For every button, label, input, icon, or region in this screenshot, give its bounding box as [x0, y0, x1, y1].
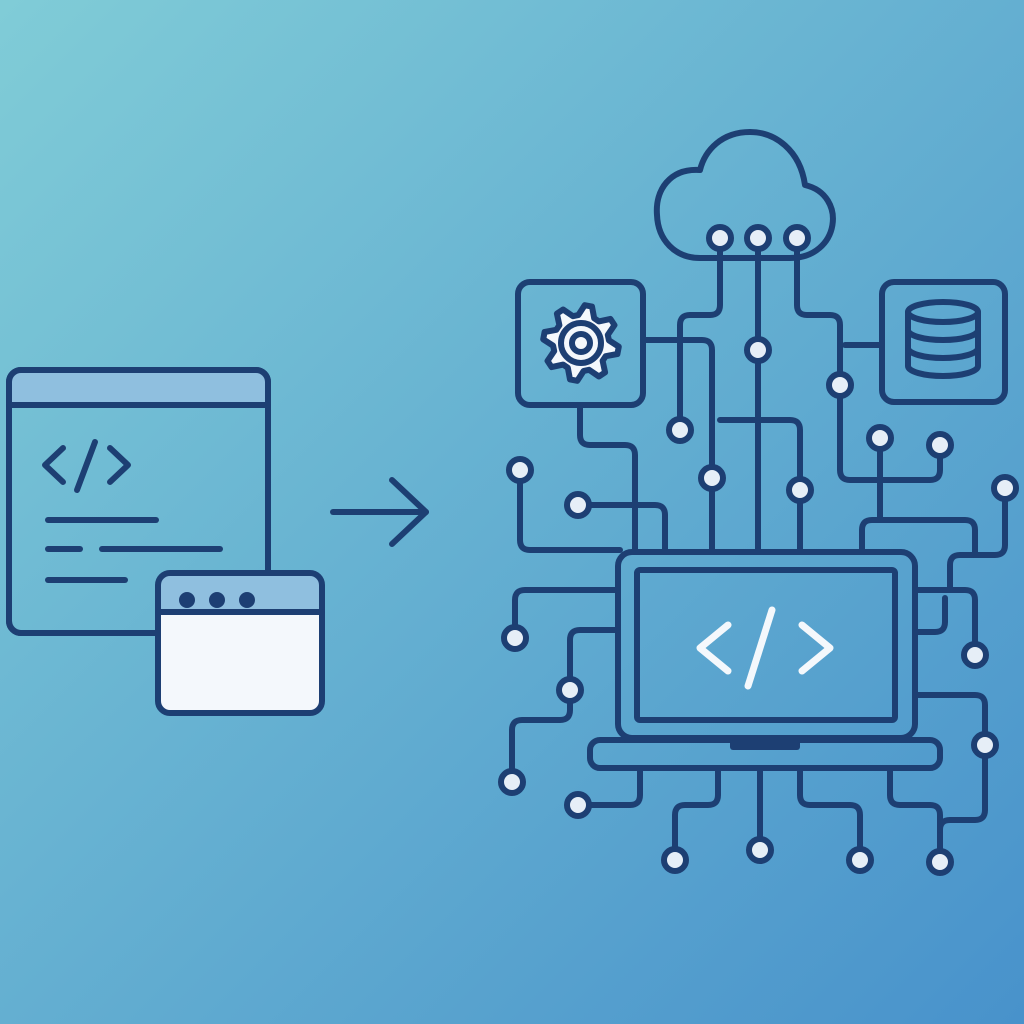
circuit-node — [866, 424, 894, 452]
circuit-node — [501, 624, 529, 652]
circuit-node — [926, 848, 954, 876]
circuit-node — [744, 224, 772, 252]
circuit-nodes — [498, 224, 1019, 876]
circuit-node — [783, 224, 811, 252]
cloud-icon — [653, 129, 836, 261]
text-lines — [45, 517, 223, 583]
circuit-traces — [509, 243, 1008, 857]
circuit-node — [846, 846, 874, 874]
window-dot — [179, 592, 195, 608]
database-icon — [879, 279, 1008, 405]
circuit-node — [744, 336, 772, 364]
circuit-node — [506, 456, 534, 484]
code-brackets-icon — [696, 606, 834, 690]
circuit-node — [698, 464, 726, 492]
browser-window-icon — [155, 570, 325, 716]
circuit-node — [498, 768, 526, 796]
window-dot — [209, 592, 225, 608]
circuit-node — [746, 836, 774, 864]
gear-ring — [569, 331, 593, 355]
circuit-node — [926, 431, 954, 459]
code-brackets-icon — [42, 439, 131, 493]
circuit-node — [971, 731, 999, 759]
window-dot — [239, 592, 255, 608]
circuit-node — [706, 224, 734, 252]
arrow-right-icon — [330, 477, 429, 547]
circuit-node — [961, 641, 989, 669]
circuit-node — [564, 791, 592, 819]
circuit-node — [786, 476, 814, 504]
code-window-icon — [6, 367, 271, 636]
circuit-node — [991, 474, 1019, 502]
circuit-node — [556, 676, 584, 704]
laptop-code-icon — [587, 549, 943, 771]
circuit-node — [826, 371, 854, 399]
circuit-node — [666, 416, 694, 444]
circuit-node — [564, 491, 592, 519]
circuit-node — [661, 846, 689, 874]
gear-icon — [515, 279, 646, 408]
